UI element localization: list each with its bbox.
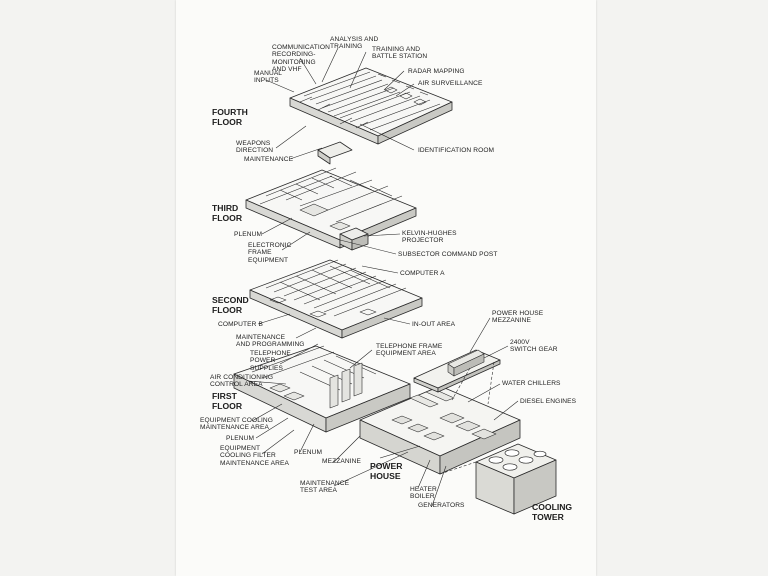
first-floor-title: FIRST FLOOR — [212, 391, 243, 411]
power-house-block — [359, 385, 521, 475]
label-plenum-third: PLENUM — [234, 231, 263, 238]
label-weapons-direction: WEAPONS DIRECTION — [236, 140, 274, 155]
leader-lines — [247, 47, 519, 507]
label-subsector: SUBSECTOR COMMAND POST — [398, 251, 498, 258]
label-plenum-first-a: PLENUM — [226, 435, 255, 442]
label-identification-room: IDENTIFICATION ROOM — [418, 147, 495, 154]
label-analysis-training: ANALYSIS AND TRAINING — [330, 36, 379, 51]
label-computer-b: COMPUTER B — [218, 321, 263, 328]
cooling-tower-title: COOLING TOWER — [532, 502, 573, 522]
label-in-out: IN-OUT AREA — [412, 321, 456, 328]
label-kelvin-hughes: KELVIN-HUGHES PROJECTOR — [402, 230, 457, 245]
label-switch-gear: 2400V SWITCH GEAR — [510, 339, 558, 354]
label-manual-inputs: MANUAL INPUTS — [254, 70, 283, 85]
projector-box — [339, 227, 369, 251]
fourth-floor-slab — [289, 67, 453, 145]
label-maintenance: MAINTENANCE — [244, 156, 294, 163]
label-electronic-frame: ELECTRONIC FRAME EQUIPMENT — [248, 242, 292, 264]
fourth-floor-title: FOURTH FLOOR — [212, 107, 248, 127]
label-heater-boiler: HEATER BOILER — [410, 486, 437, 501]
label-generators: GENERATORS — [418, 502, 465, 509]
label-mezzanine: MEZZANINE — [322, 458, 361, 465]
label-air-surveillance: AIR SURVEILLANCE — [418, 80, 483, 87]
label-telephone-frame: TELEPHONE FRAME EQUIPMENT AREA — [376, 343, 443, 358]
label-maint-programming: MAINTENANCE AND PROGRAMMING — [236, 334, 305, 349]
label-air-conditioning: AIR CONDITIONING CONTROL AREA — [210, 374, 274, 389]
label-water-chillers: WATER CHILLERS — [502, 380, 561, 387]
second-floor-slab — [249, 259, 423, 339]
label-plenum-first-b: PLENUM — [294, 449, 323, 456]
cooling-tower — [475, 443, 557, 515]
label-equip-cooling-maint: EQUIPMENT COOLING MAINTENANCE AREA — [200, 417, 274, 432]
label-telephone-power: TELEPHONE POWER SUPPLIES — [250, 350, 291, 372]
label-radar-mapping: RADAR MAPPING — [408, 68, 465, 75]
label-maint-test: MAINTENANCE TEST AREA — [300, 480, 350, 495]
second-floor-title: SECOND FLOOR — [212, 295, 249, 315]
label-training-battle: TRAINING AND BATTLE STATION — [372, 46, 428, 61]
third-floor-title: THIRD FLOOR — [212, 203, 243, 223]
label-communication: COMMUNICATION RECORDING- MONITORING AND … — [272, 44, 330, 74]
switch-gear — [447, 349, 485, 377]
label-power-house-mezz: POWER HOUSE MEZZANINE — [492, 310, 544, 325]
third-floor-slab — [245, 167, 417, 249]
label-computer-a: COMPUTER A — [400, 270, 445, 277]
label-diesel-engines: DIESEL ENGINES — [520, 398, 577, 405]
power-house-title: POWER HOUSE — [370, 461, 403, 481]
first-floor-slab — [233, 345, 411, 433]
label-equip-cooling-filter: EQUIPMENT COOLING FILTER MAINTENANCE ARE… — [220, 445, 290, 467]
